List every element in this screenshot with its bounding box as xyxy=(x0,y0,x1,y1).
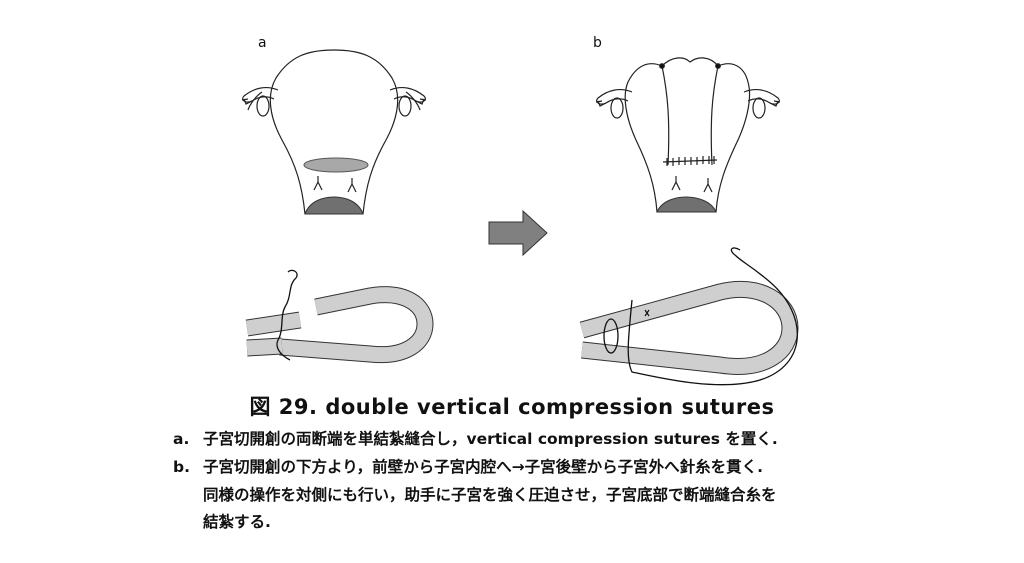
cervix-b xyxy=(656,196,717,213)
caption-item: b. 子宮切開創の下方より，前壁から子宮内腔へ→子宮後壁から子宮外へ針糸を貫く. xyxy=(173,455,763,477)
uterus-b-diagram xyxy=(595,57,781,213)
suture-strip-a xyxy=(245,269,434,364)
caption-item-text: 子宮切開創の両断端を単結紮縫合し，vertical compression su… xyxy=(203,430,778,448)
suture-strip-b xyxy=(579,247,799,386)
incision-a xyxy=(303,157,369,173)
caption-item: 結紮する. xyxy=(173,510,271,532)
caption-item-letter: b. xyxy=(173,458,190,476)
caption-item-text: 同様の操作を対側にも行い，助手に子宮を強く圧迫させ，子宮底部で断端縫合糸を xyxy=(203,486,777,504)
caption-item-letter: a. xyxy=(173,430,190,448)
caption-item: a. 子宮切開創の両断端を単結紮縫合し，vertical compression … xyxy=(173,427,778,449)
caption-item-text: 結紮する. xyxy=(203,513,271,531)
caption-title: 図 29. double vertical compression suture… xyxy=(249,395,775,419)
caption-item: 同様の操作を対側にも行い，助手に子宮を強く圧迫させ，子宮底部で断端縫合糸を xyxy=(173,483,777,505)
caption-item-text: 子宮切開創の下方より，前壁から子宮内腔へ→子宮後壁から子宮外へ針糸を貫く. xyxy=(203,458,763,476)
panel-a-label: a xyxy=(258,35,267,51)
panel-b-label: b xyxy=(593,35,602,51)
right-arrow-icon xyxy=(488,209,548,257)
uterus-a-diagram xyxy=(241,49,427,215)
cervix-a xyxy=(304,196,364,215)
